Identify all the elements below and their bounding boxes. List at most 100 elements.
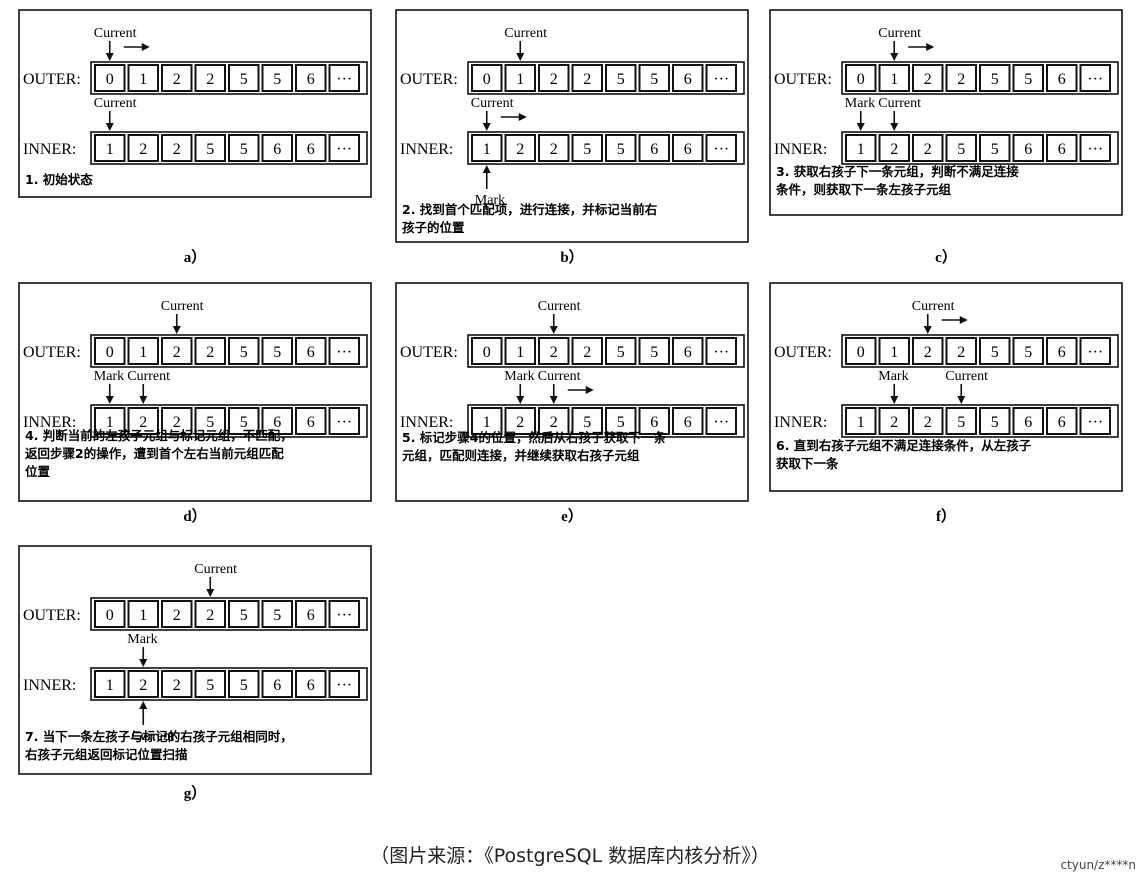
outer-cell xyxy=(127,337,159,365)
inner-cell-value: 2 xyxy=(173,677,181,694)
outer-cell xyxy=(261,64,293,92)
outer-row-border xyxy=(90,61,368,95)
inner-cell-value: 6 xyxy=(1058,414,1066,431)
mark-pointer-arrowhead xyxy=(516,396,525,404)
inner-cell xyxy=(638,407,670,435)
inner-cell xyxy=(94,670,126,698)
inner-cell xyxy=(295,670,327,698)
inner-cell-value: 5 xyxy=(617,141,625,158)
inner-cell xyxy=(705,134,737,162)
panel-frame xyxy=(18,9,372,198)
outer-label: OUTER: xyxy=(23,607,81,624)
inner-cell xyxy=(295,407,327,435)
outer-cell xyxy=(261,600,293,628)
inner-cell-value: 5 xyxy=(240,677,248,694)
outer-cell-value: 2 xyxy=(550,344,558,361)
outer-cell-value: 6 xyxy=(307,344,315,361)
current-pointer-label: Current xyxy=(538,299,581,314)
inner-cell xyxy=(912,134,944,162)
step-description: 1. 初始状态 xyxy=(25,172,93,187)
outer-cell-value: 6 xyxy=(1058,344,1066,361)
mark-pointer-label: Mark xyxy=(878,369,908,384)
outer-cell xyxy=(878,64,910,92)
step-description: 2. 找到首个匹配项，进行连接，并标记当前右 xyxy=(402,202,657,217)
outer-cell-value: 2 xyxy=(550,71,558,88)
inner-cell-value: 2 xyxy=(550,414,558,431)
watermark: ctyun/z****n xyxy=(1060,858,1136,872)
outer-cell-value: 2 xyxy=(924,71,932,88)
outer-cell xyxy=(228,64,260,92)
outer-cell-value: 1 xyxy=(139,344,147,361)
current-pointer-label: Current xyxy=(94,26,137,41)
inner-cell-value: 5 xyxy=(583,414,591,431)
panel-caption: a） xyxy=(184,248,207,266)
outer-cell-value: 5 xyxy=(273,607,281,624)
outer-cell xyxy=(638,337,670,365)
outer-cell-value: 2 xyxy=(583,71,591,88)
inner-cell xyxy=(328,134,360,162)
inner-cell-value: 2 xyxy=(550,141,558,158)
inner-cell-value: ··· xyxy=(1087,141,1103,158)
outer-label: OUTER: xyxy=(400,71,458,88)
inner-cell-value: ··· xyxy=(713,414,729,431)
outer-cell-value: ··· xyxy=(713,71,729,88)
inner-cell-value: 1 xyxy=(857,141,865,158)
outer-cell xyxy=(194,337,226,365)
outer-label: OUTER: xyxy=(400,344,458,361)
inner-label: INNER: xyxy=(774,141,827,158)
current-pointer-label: Current xyxy=(94,96,137,111)
outer-cell-value: 5 xyxy=(1024,71,1032,88)
outer-cell xyxy=(845,337,877,365)
outer-cell xyxy=(228,600,260,628)
step-description: 元组，匹配则连接，并继续获取右孩子元组 xyxy=(402,448,640,463)
current-pointer-label: Current xyxy=(131,729,174,744)
current-pointer-arrowhead xyxy=(923,326,932,334)
inner-cell xyxy=(912,407,944,435)
outer-cell xyxy=(605,64,637,92)
outer-cell xyxy=(945,337,977,365)
inner-label: INNER: xyxy=(400,141,453,158)
inner-cell-value: 1 xyxy=(106,677,114,694)
inner-cell xyxy=(295,134,327,162)
outer-cell xyxy=(945,64,977,92)
current-pointer-label: Current xyxy=(504,26,547,41)
mark-pointer-arrowhead xyxy=(105,396,114,404)
inner-cell-value: 2 xyxy=(890,414,898,431)
current-pointer-arrowhead xyxy=(549,396,558,404)
outer-cell-value: 2 xyxy=(206,607,214,624)
inner-cell xyxy=(261,407,293,435)
inner-row-border xyxy=(90,404,368,438)
inner-cell-value: 5 xyxy=(617,414,625,431)
inner-cell xyxy=(94,407,126,435)
outer-cell-value: 6 xyxy=(307,607,315,624)
outer-cell-value: 5 xyxy=(991,344,999,361)
inner-cell xyxy=(705,407,737,435)
current-pointer-label: Current xyxy=(878,26,921,41)
current-pointer-arrowhead xyxy=(516,53,525,61)
panel-frame xyxy=(18,545,372,775)
outer-cell xyxy=(1012,337,1044,365)
inner-cell xyxy=(945,134,977,162)
inner-cell-value: 6 xyxy=(1024,414,1032,431)
outer-cell xyxy=(328,64,360,92)
step-description: 获取下一条 xyxy=(776,456,839,471)
outer-cell-value: ··· xyxy=(336,71,352,88)
inner-cell-value: 6 xyxy=(1058,141,1066,158)
inner-cell xyxy=(538,407,570,435)
mark-pointer-label: Mark xyxy=(845,96,875,111)
direction-arrowhead xyxy=(518,113,527,121)
inner-row-border xyxy=(90,667,368,701)
inner-cell-value: 5 xyxy=(991,414,999,431)
mark-pointer-arrowhead xyxy=(482,165,491,173)
outer-cell-value: 2 xyxy=(206,344,214,361)
outer-cell xyxy=(94,337,126,365)
inner-cell-value: ··· xyxy=(336,414,352,431)
inner-cell-value: 6 xyxy=(1024,141,1032,158)
inner-cell xyxy=(127,134,159,162)
outer-cell-value: 0 xyxy=(857,71,865,88)
